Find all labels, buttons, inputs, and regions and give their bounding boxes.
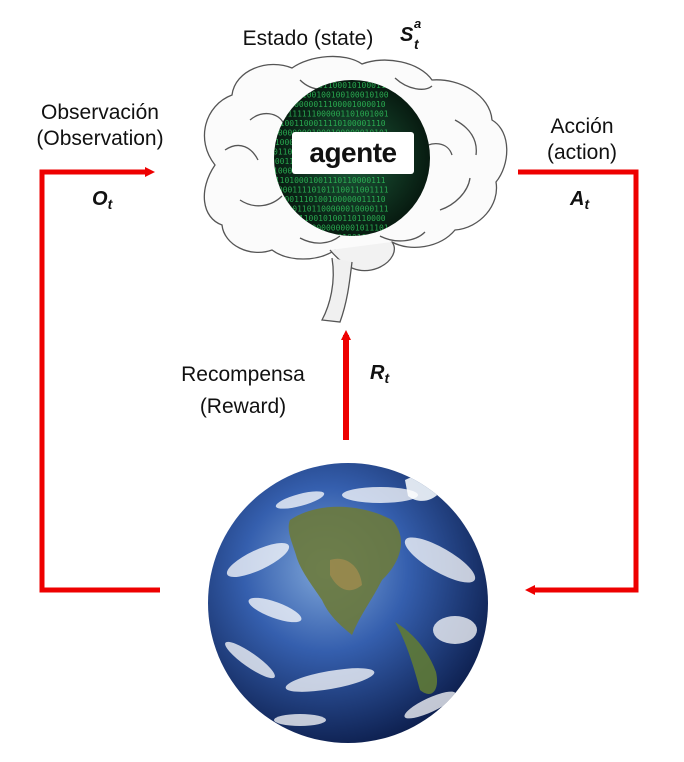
reward-label-es: Recompensa <box>181 363 305 386</box>
binary-texture-row: 010001011001100010100011 <box>270 81 386 90</box>
binary-texture-row: 000011110101110011001111 <box>273 186 389 195</box>
earth-icon <box>208 463 488 743</box>
binary-texture-row: 011111111000001101001001 <box>273 110 389 119</box>
observation-label: Observación (Observation) <box>22 100 178 152</box>
binary-texture-row: 011001100011110100001110 <box>270 119 386 128</box>
observation-symbol: Ot <box>92 188 113 212</box>
observation-arrow <box>39 167 160 593</box>
agent-label: agente <box>292 132 414 174</box>
reward-symbol: Rt <box>370 362 390 386</box>
binary-texture-row: 101100000011100001000010 <box>270 100 386 109</box>
action-label-es: Acción <box>550 115 614 138</box>
reward-label: Recompensa (Reward) <box>168 362 318 420</box>
binary-texture-row: 001111110010100110110000 <box>270 214 386 223</box>
state-label: Estado (state) <box>242 27 374 50</box>
binary-texture-row: 100001110100100000011110 <box>270 195 386 204</box>
action-symbol: At <box>570 188 590 212</box>
action-label: Acción (action) <box>530 114 634 166</box>
binary-texture-row: 000111000000000001011101 <box>273 224 389 233</box>
binary-texture-row: 001001100100100100010100 <box>273 91 389 100</box>
binary-texture-row: 000001101100000010000111 <box>273 205 389 214</box>
action-label-en: (action) <box>546 141 618 164</box>
binary-texture-row: 011010001001110110000111 <box>270 176 386 185</box>
observation-label-en: (Observation) <box>36 127 164 150</box>
action-arrow <box>518 169 639 595</box>
reward-label-en: (Reward) <box>199 395 287 418</box>
observation-label-es: Observación <box>41 101 159 124</box>
